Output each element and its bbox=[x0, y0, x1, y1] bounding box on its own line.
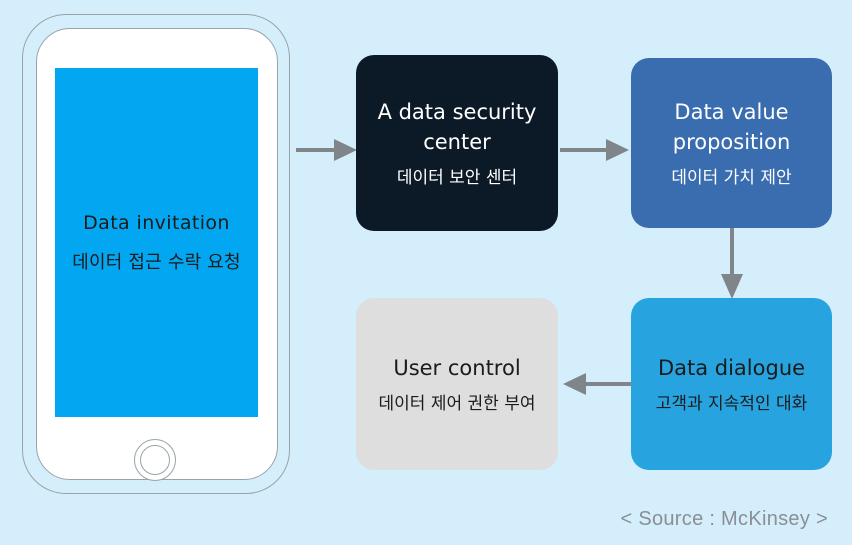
phone-screen: Data invitation 데이터 접근 수락 요청 bbox=[55, 68, 258, 417]
node-data-dialogue[interactable]: Data dialogue 고객과 지속적인 대화 bbox=[631, 298, 832, 470]
node-label-en: Data dialogue bbox=[657, 355, 806, 380]
node-label-en: Data value proposition bbox=[672, 99, 791, 154]
node-data-security-center[interactable]: A data security center 데이터 보안 센터 bbox=[356, 55, 558, 231]
node-label-ko: 고객과 지속적인 대화 bbox=[655, 394, 808, 415]
arrow-security-to-value bbox=[560, 139, 629, 161]
node-data-value-proposition[interactable]: Data value proposition 데이터 가치 제안 bbox=[631, 58, 832, 228]
node-label-en: User control bbox=[393, 355, 521, 380]
phone-outer-frame bbox=[22, 14, 290, 494]
phone-screen-title-en: Data invitation bbox=[83, 211, 230, 234]
node-label-ko: 데이터 제어 권한 부여 bbox=[378, 394, 536, 415]
source-credit: < Source : McKinsey > bbox=[620, 508, 828, 530]
arrow-dialogue-to-control bbox=[563, 373, 632, 395]
phone-home-button-icon[interactable] bbox=[134, 439, 176, 481]
node-label-ko: 데이터 가치 제안 bbox=[671, 168, 792, 189]
node-label-ko: 데이터 보안 센터 bbox=[396, 168, 518, 189]
phone-screen-title-ko: 데이터 접근 수락 요청 bbox=[72, 251, 241, 273]
arrow-value-to-dialogue bbox=[721, 228, 743, 299]
arrow-phone-to-security bbox=[296, 139, 357, 161]
node-label-en: A data security center bbox=[377, 99, 537, 154]
node-user-control[interactable]: User control 데이터 제어 권한 부여 bbox=[356, 298, 558, 470]
